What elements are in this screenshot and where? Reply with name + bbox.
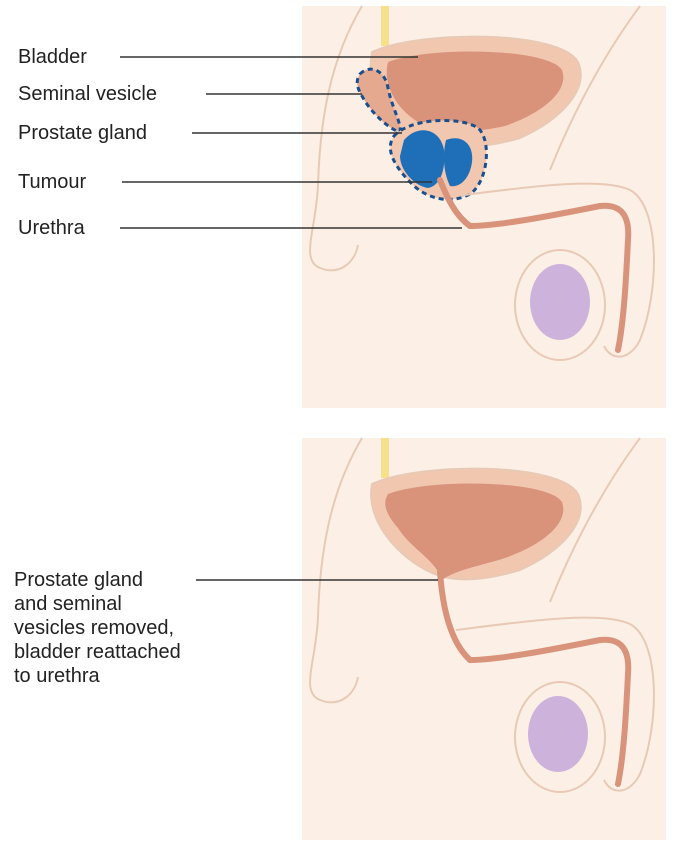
- nerve-strip: [381, 438, 389, 478]
- caption-line: bladder reattached: [14, 640, 254, 664]
- label-bladder: Bladder: [18, 45, 87, 69]
- panel-before-surgery: [302, 6, 666, 408]
- caption-line: and seminal: [14, 592, 254, 616]
- caption-line: Prostate gland: [14, 568, 254, 592]
- label-prostate-gland: Prostate gland: [18, 121, 147, 145]
- label-seminal-vesicle: Seminal vesicle: [18, 82, 157, 106]
- testis: [528, 696, 588, 772]
- testis: [530, 264, 590, 340]
- panel-after-surgery: [302, 438, 666, 840]
- label-urethra: Urethra: [18, 216, 85, 240]
- caption-surgery-result: Prostate gland and seminal vesicles remo…: [14, 568, 254, 688]
- nerve-strip: [381, 6, 389, 46]
- label-tumour: Tumour: [18, 170, 86, 194]
- caption-line: vesicles removed,: [14, 616, 254, 640]
- caption-line: to urethra: [14, 664, 254, 688]
